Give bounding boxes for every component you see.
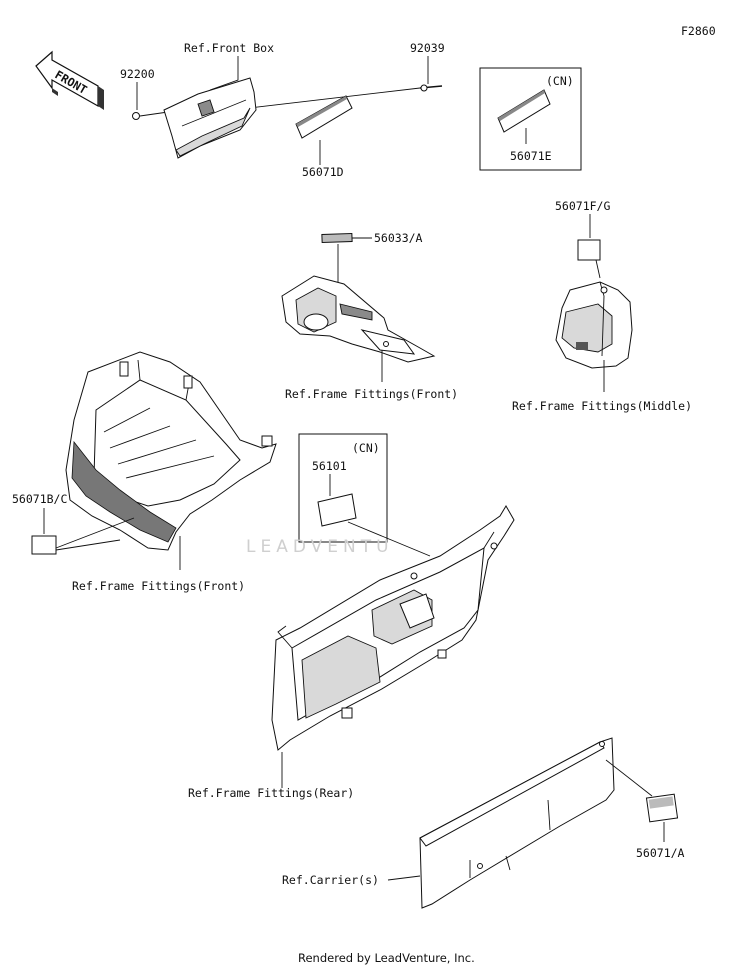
- label-ref-frame-front-2: Ref.Frame Fittings(Front): [72, 579, 245, 593]
- label-ref-frame-rear: Ref.Frame Fittings(Rear): [188, 786, 354, 800]
- sticker-56071E: [497, 89, 551, 133]
- frame-rear-part: [271, 505, 515, 751]
- sticker-56071BC: [31, 535, 57, 555]
- nut-92200: [132, 112, 140, 120]
- label-ref-front-box: Ref.Front Box: [184, 41, 274, 55]
- label-ref-frame-front-1: Ref.Frame Fittings(Front): [285, 387, 458, 401]
- cn-box-top: [479, 67, 582, 171]
- sticker-56033A: [321, 232, 353, 244]
- frame-front-floor-part: [65, 351, 277, 551]
- label-92039: 92039: [410, 41, 445, 55]
- label-56071E: 56071E: [510, 149, 552, 163]
- sticker-56101: [317, 493, 357, 527]
- cn-box-mid: [298, 433, 388, 543]
- label-92200: 92200: [120, 67, 155, 81]
- label-56101: 56101: [312, 459, 347, 473]
- label-56071BC: 56071B/C: [12, 492, 67, 506]
- label-cn-mid: (CN): [352, 441, 380, 455]
- figure-code: F2860: [681, 24, 716, 38]
- label-56071A: 56071/A: [636, 846, 685, 860]
- front-direction-arrow: FRONT: [35, 50, 104, 110]
- footer-credit: Rendered by LeadVenture, Inc.: [298, 951, 475, 965]
- label-ref-frame-middle: Ref.Frame Fittings(Middle): [512, 399, 692, 413]
- label-56033A: 56033/A: [374, 231, 423, 245]
- bolt-92039: [419, 84, 443, 92]
- front-box-part: [163, 77, 257, 159]
- frame-front-upper-part: [281, 275, 436, 363]
- watermark-text: LEADVENTU: [246, 537, 394, 557]
- sticker-56071A: [645, 793, 679, 823]
- label-ref-carrier: Ref.Carrier(s): [282, 873, 379, 887]
- sticker-56071D: [295, 95, 353, 139]
- sticker-56071FG: [577, 239, 601, 261]
- frame-middle-part: [555, 281, 633, 369]
- label-cn-top: (CN): [546, 74, 574, 88]
- carrier-part: [419, 737, 615, 909]
- label-56071D: 56071D: [302, 165, 344, 179]
- label-56071FG: 56071F/G: [555, 199, 610, 213]
